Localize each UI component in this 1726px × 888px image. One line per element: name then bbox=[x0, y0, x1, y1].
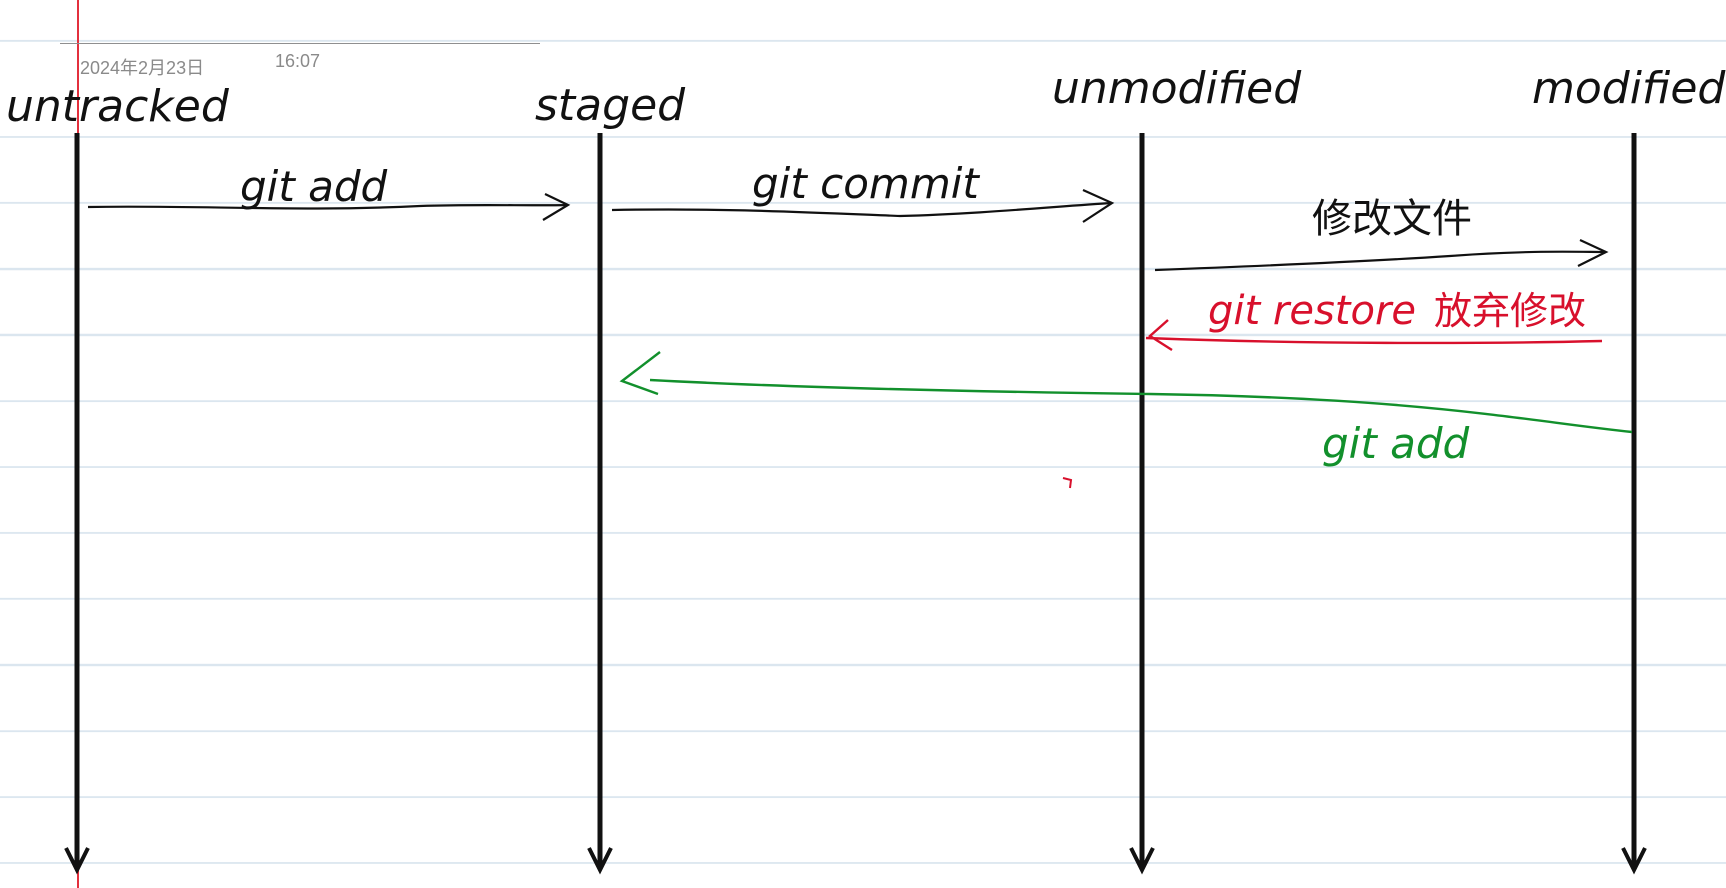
note-time: 16:07 bbox=[275, 51, 321, 71]
timeline-modified bbox=[1621, 133, 1647, 875]
arrow-modify-file bbox=[1154, 239, 1609, 272]
arrow-git-commit bbox=[611, 188, 1115, 223]
label-git-add: git add bbox=[240, 162, 388, 211]
label-discard-changes: 放弃修改 bbox=[1434, 289, 1586, 333]
state-label-staged: staged bbox=[535, 80, 686, 131]
state-label-unmodified: unmodified bbox=[1052, 63, 1302, 114]
note-date: 2024年2月23日 bbox=[80, 58, 205, 78]
arrow-git-add bbox=[87, 193, 571, 221]
timeline-untracked bbox=[64, 133, 90, 875]
arrow-git-add-modified bbox=[619, 351, 1633, 434]
label-git-restore: git restore bbox=[1208, 288, 1416, 334]
state-label-modified: modified. bbox=[1532, 63, 1726, 114]
stray-mark bbox=[1062, 477, 1073, 489]
title-rule bbox=[60, 43, 540, 44]
state-label-untracked: untracked bbox=[6, 81, 230, 132]
arrow-git-restore bbox=[1145, 319, 1603, 352]
timeline-unmodified bbox=[1129, 133, 1155, 875]
timeline-staged bbox=[587, 133, 613, 875]
label-modify-file: 修改文件 bbox=[1312, 196, 1472, 242]
label-git-add-green: git add bbox=[1322, 419, 1470, 468]
label-git-commit: git commit bbox=[752, 159, 980, 208]
